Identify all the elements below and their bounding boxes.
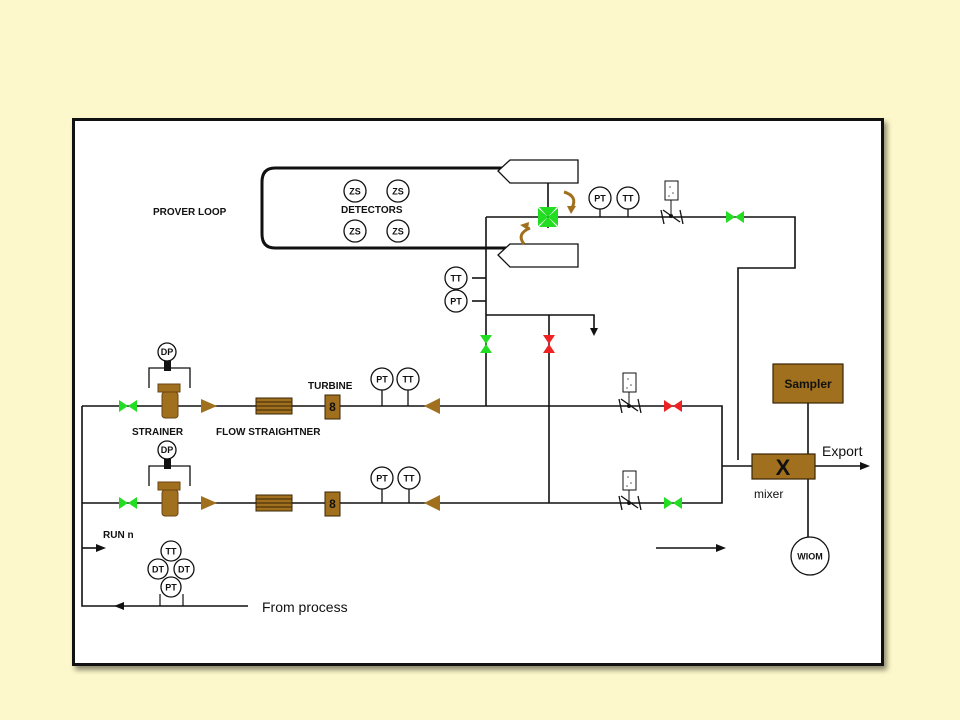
strainer-run1 <box>148 358 191 419</box>
svg-text:DT: DT <box>178 565 190 575</box>
inlet-instrument-cluster: TT DT DT PT <box>147 540 195 606</box>
valve-prover-inlet-green[interactable] <box>480 335 492 353</box>
svg-text:DP: DP <box>161 347 174 357</box>
svg-text:Sampler: Sampler <box>784 377 832 391</box>
zs-detector-4: ZS <box>386 219 410 243</box>
drain-arrow <box>590 328 598 336</box>
run-n-inlet-arrow <box>96 544 106 552</box>
pipework <box>81 166 870 610</box>
svg-text:ZS: ZS <box>349 187 361 197</box>
reducer-run2 <box>201 496 217 510</box>
pt-outlet: PT <box>588 186 612 210</box>
run2-instruments: PT TT <box>370 466 421 503</box>
prover-loop: ZS ZS ZS ZS <box>343 159 579 268</box>
valve-run1-inlet-green[interactable] <box>119 400 137 412</box>
svg-text:PT: PT <box>450 297 462 307</box>
valve-run2-inlet-green[interactable] <box>119 497 137 509</box>
pt-inlet: PT <box>160 576 182 598</box>
zs-detector-1: ZS <box>343 179 367 203</box>
strainer-run2 <box>148 456 191 517</box>
svg-text:TT: TT <box>404 474 415 484</box>
turbine-label: TURBINE <box>308 381 353 392</box>
svg-text:TT: TT <box>623 194 634 204</box>
dp-run2: DP <box>157 440 177 460</box>
svg-text:PT: PT <box>165 583 177 593</box>
prover-outlet-instruments: PT TT <box>588 186 640 217</box>
valve-crossover-red[interactable] <box>543 335 555 353</box>
flow-straightener-run2 <box>255 494 293 512</box>
svg-text:TT: TT <box>451 274 462 284</box>
run1-instruments: PT TT <box>370 367 420 406</box>
inlet-header-pipe <box>81 406 248 607</box>
prover-launcher-top <box>497 159 579 184</box>
sampler: Sampler <box>772 363 844 404</box>
svg-text:ZS: ZS <box>349 227 361 237</box>
mixer: X <box>751 453 816 480</box>
mixer-label: mixer <box>754 487 783 501</box>
prover-loop-label: PROVER LOOP <box>153 207 227 218</box>
svg-text:PT: PT <box>594 194 606 204</box>
four-way-valve[interactable] <box>538 207 558 227</box>
flow-direction-arrow-bottom <box>519 226 531 245</box>
svg-text:8: 8 <box>329 497 336 511</box>
prover-outlet-pipe <box>486 216 796 460</box>
pt-run2: PT <box>370 466 394 490</box>
tt-inlet: TT <box>160 540 182 562</box>
expander-run1 <box>424 398 440 414</box>
export-arrow <box>860 462 870 470</box>
run-n-label: RUN n <box>103 530 134 541</box>
zs-detector-3: ZS <box>343 219 367 243</box>
expander-run2 <box>424 495 440 511</box>
detectors-label: DETECTORS <box>341 205 403 216</box>
prover-launcher-bottom <box>497 243 579 268</box>
svg-text:DT: DT <box>152 565 164 575</box>
svg-text:TT: TT <box>403 375 414 385</box>
check-valve-run1 <box>618 372 642 414</box>
svg-text:PT: PT <box>376 474 388 484</box>
prover-loop-pipe <box>260 166 510 250</box>
turbine-meter-run1: 8 <box>324 394 341 420</box>
diagram-frame <box>72 118 884 666</box>
from-process-label: From process <box>262 599 348 615</box>
svg-text:ZS: ZS <box>392 187 404 197</box>
flow-straightener-label: FLOW STRAIGHTNER <box>216 427 321 438</box>
drain-branch <box>486 314 595 330</box>
turbine-meter-run2: 8 <box>324 491 341 517</box>
wiom: WIOM <box>790 536 830 576</box>
svg-text:PT: PT <box>376 375 388 385</box>
svg-text:WIOM: WIOM <box>797 552 823 562</box>
svg-text:8: 8 <box>329 400 336 414</box>
dp-run1: DP <box>157 342 177 362</box>
from-process-arrow <box>114 602 124 610</box>
export-label: Export <box>822 443 863 459</box>
tt-run1: TT <box>396 367 420 391</box>
run-n-arrow <box>716 544 726 552</box>
check-valve-run2 <box>618 470 642 511</box>
valve-outlet-green[interactable] <box>726 211 744 223</box>
pt-prover-inlet: PT <box>444 289 468 313</box>
flow-straightener-run1 <box>255 397 293 415</box>
svg-text:ZS: ZS <box>392 227 404 237</box>
run2-pipe <box>82 466 723 504</box>
strainer-label: STRAINER <box>132 427 184 438</box>
zs-detector-2: ZS <box>386 179 410 203</box>
dt-inlet-right: DT <box>173 558 195 580</box>
valve-run1-outlet-red[interactable] <box>664 400 682 412</box>
pt-run1: PT <box>370 367 394 391</box>
dt-inlet-left: DT <box>147 558 169 580</box>
tt-prover-inlet: TT <box>444 266 468 290</box>
check-valve-outlet <box>660 180 684 225</box>
svg-text:DP: DP <box>161 445 174 455</box>
run1-pipe <box>82 405 723 466</box>
svg-text:TT: TT <box>166 547 177 557</box>
tt-run2: TT <box>397 466 421 490</box>
flow-direction-arrow-top <box>563 190 576 209</box>
tt-outlet: TT <box>616 186 640 210</box>
reducer-run1 <box>201 399 217 413</box>
svg-text:X: X <box>776 455 791 480</box>
valve-run2-outlet-green[interactable] <box>664 497 682 509</box>
